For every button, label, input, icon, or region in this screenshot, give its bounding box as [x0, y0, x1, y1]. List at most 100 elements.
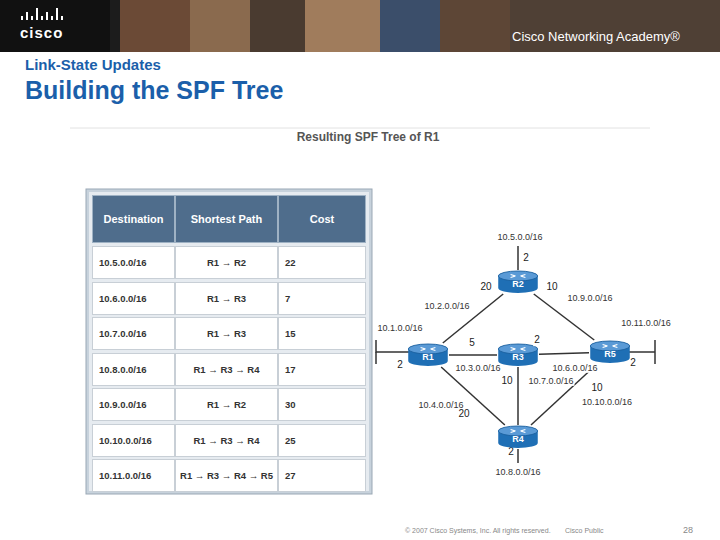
table-cell: 10.8.0.0/16 [92, 353, 175, 386]
footer-note: © 2007 Cisco Systems, Inc. All rights re… [405, 527, 551, 534]
table-cell: R1 → R3 → R4 [175, 424, 278, 457]
network-label: 10.10.0.0/16 [581, 397, 633, 407]
table-cell: 10.6.0.0/16 [92, 282, 175, 315]
table-cell: 10.11.0.0/16 [92, 459, 175, 492]
table-cell: 30 [278, 388, 366, 421]
table-text: 10.8.0.0/16 [99, 364, 147, 375]
column-heading: Shortest Path [191, 213, 263, 225]
table-cell: 10.5.0.0/16 [92, 246, 175, 279]
table-text: R1 → R3 → R4 → R5 [180, 470, 273, 481]
subtitle: Link-State Updates [25, 56, 161, 73]
network-label: 10.1.0.0/16 [376, 323, 423, 333]
table-cell: R1 → R3 → R4 → R5 [175, 459, 278, 492]
network-label: 10.6.0.0/16 [551, 363, 598, 373]
network-link [441, 367, 505, 425]
header-photo [440, 0, 510, 52]
network-link [517, 367, 519, 425]
link-cost: 10 [590, 382, 603, 394]
table-header-cell: Destination [92, 195, 175, 243]
table-text: 15 [285, 328, 296, 339]
cost-label: 2 [396, 359, 404, 371]
table-text: 10.7.0.0/16 [99, 328, 147, 339]
router: R5 [589, 340, 631, 364]
header-photo [250, 0, 305, 52]
link-cost: 10 [545, 281, 558, 293]
header-photo [380, 0, 440, 52]
router-name: R3 [497, 352, 539, 363]
header-photo [510, 0, 720, 52]
table-cell: R1 → R3 [175, 317, 278, 350]
header-band [0, 0, 720, 52]
table-cell: R1 → R2 [175, 388, 278, 421]
table-text: 7 [285, 293, 290, 304]
router-name: R1 [407, 352, 449, 363]
header-photo [305, 0, 380, 52]
cost-label: 2 [507, 446, 515, 458]
footer-note: Cisco Public [565, 527, 604, 534]
table-text: 10.11.0.0/16 [99, 470, 151, 481]
link-cost: 5 [468, 337, 476, 349]
table-text: 10.10.0.0/16 [99, 435, 152, 446]
logo-text: cisco [20, 24, 63, 41]
header-photo [190, 0, 250, 52]
table-cell: 10.7.0.0/16 [92, 317, 175, 350]
network-label: 10.3.0.0/16 [454, 363, 501, 373]
header-photo [120, 0, 190, 52]
column-heading: Destination [104, 213, 164, 225]
network-label: 10.9.0.0/16 [566, 293, 613, 303]
table-text: 10.5.0.0/16 [99, 257, 147, 268]
cost-label: 2 [629, 357, 637, 369]
table-text: R1 → R3 [207, 328, 246, 339]
table-cell: 17 [278, 353, 366, 386]
table-panel-inner [89, 192, 369, 491]
brand-name: Cisco Networking Academy® [512, 29, 680, 44]
router-name: R5 [589, 349, 631, 360]
table-cell: 27 [278, 459, 366, 492]
router-name: R4 [497, 434, 539, 445]
network-label: 10.11.0.0/16 [620, 318, 671, 328]
table-text: 30 [285, 399, 296, 410]
link-cost: 2 [533, 334, 541, 346]
table-cell: 10.10.0.0/16 [92, 424, 175, 457]
router: R4 [497, 425, 539, 449]
slide-title: Building the SPF Tree [25, 76, 283, 105]
table-text: R1 → R3 [207, 293, 246, 304]
router-name: R2 [497, 279, 539, 290]
table-text: 27 [285, 470, 296, 481]
table-cell: 15 [278, 317, 366, 350]
table-text: 22 [285, 257, 296, 268]
link-cost: 20 [479, 281, 492, 293]
table-cell: 10.9.0.0/16 [92, 388, 175, 421]
table-text: R1 → R3 → R4 [194, 435, 260, 446]
router: R1 [407, 343, 449, 367]
table-cell: 7 [278, 282, 366, 315]
table-text: R1 → R2 [207, 257, 246, 268]
table-header-cell: Cost [278, 195, 366, 243]
network-link [539, 353, 589, 355]
table-text: R1 → R2 [207, 399, 246, 410]
table-cell: R1 → R3 → R4 [175, 353, 278, 386]
network-link [449, 354, 497, 356]
table-cell: 25 [278, 424, 366, 457]
page-number: 28 [683, 525, 693, 535]
table-text: 25 [285, 435, 296, 446]
network-label: 10.7.0.0/16 [527, 376, 574, 386]
table-header-cell: Shortest Path [175, 195, 278, 243]
network-label: 10.2.0.0/16 [423, 301, 470, 311]
table-cell: R1 → R2 [175, 246, 278, 279]
network-label: 10.8.0.0/16 [494, 467, 541, 477]
table-cell: 22 [278, 246, 366, 279]
router: R2 [497, 270, 539, 294]
table-cell: R1 → R3 [175, 282, 278, 315]
table-text: 10.9.0.0/16 [99, 399, 147, 410]
network-label: 10.5.0.0/16 [496, 232, 543, 242]
cost-label: 2 [522, 252, 530, 264]
link-cost: 20 [457, 408, 470, 420]
logo-bars [22, 8, 62, 20]
table-text: 17 [285, 364, 296, 375]
router: R3 [497, 343, 539, 367]
table-text: 10.6.0.0/16 [99, 293, 147, 304]
column-heading: Cost [310, 213, 334, 225]
table-text: R1 → R3 → R4 [194, 364, 260, 375]
